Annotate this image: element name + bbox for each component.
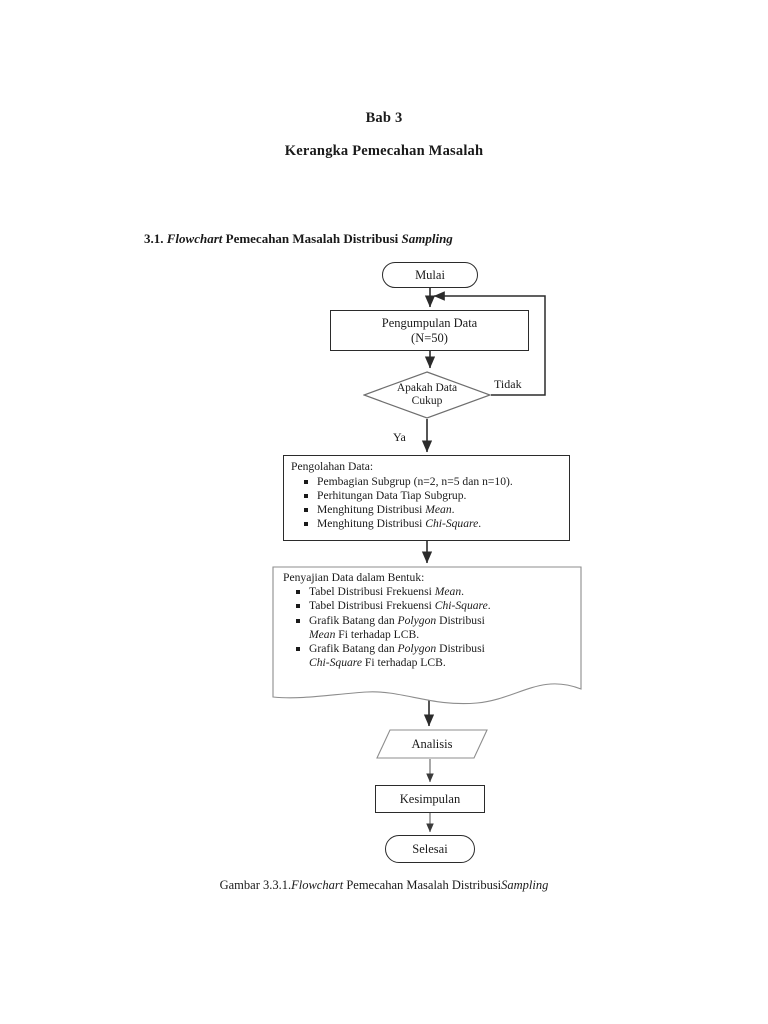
flow-node-conclusion-label: Kesimpulan [399,791,461,806]
caption-mid: Pemecahan Masalah Distribusi [343,878,502,892]
decision-line1: Apakah Data [396,382,458,395]
flow-node-processing[interactable]: Pengolahan Data: Pembagian Subgrup (n=2,… [283,455,570,541]
presentation-title: Penyajian Data dalam Bentuk: [283,571,425,584]
item-italic-2: Mean [309,627,336,641]
decision-line2: Cukup [411,395,443,407]
flow-node-analysis-label: Analisis [411,736,453,751]
caption-italic-sampling: Sampling [501,878,549,892]
list-item: Pembagian Subgrup (n=2, n=5 dan n=10). [304,474,563,489]
item-italic: Mean [434,584,462,598]
list-item: Menghitung Distribusi Mean. [304,503,563,517]
flow-node-end[interactable]: Selesai [385,835,475,863]
data-collection-line2: (N=50) [411,330,448,345]
caption-italic-flowchart: Flowchart [291,878,344,892]
item-text-after: . [487,599,491,613]
edge-label-no: Tidak [494,377,522,391]
item-text-after: . [451,503,455,517]
item-italic: Mean [425,503,452,517]
chapter-heading: Bab 3 [365,110,403,126]
item-text: Grafik Batang dan [309,642,398,656]
item-text-line2: Fi terhadap LCB. [335,627,420,641]
list-item: Tabel Distribusi Frekuensi Chi-Square. [296,599,572,613]
flow-node-presentation[interactable]: Penyajian Data dalam Bentuk: Tabel Distr… [272,566,582,708]
item-text-after: Distribusi [436,613,485,627]
item-text-after: Distribusi [436,642,485,656]
section-heading: 3.1. Flowchart Pemecahan Masalah Distrib… [144,231,453,247]
edge-label-yes: Ya [393,430,406,444]
processing-title: Pengolahan Data: [291,460,374,473]
flow-node-start-label: Mulai [415,267,445,282]
flow-node-start[interactable]: Mulai [382,262,478,288]
item-italic: Polygon [397,613,437,627]
document-shape [272,566,582,705]
flow-node-data-collection[interactable]: Pengumpulan Data (N=50) [330,310,529,351]
item-text: Tabel Distribusi Frekuensi [309,599,435,613]
item-italic: Polygon [397,642,437,656]
chapter-title: Kerangka Pemecahan Masalah [284,143,484,159]
item-text: Menghitung Distribusi [317,503,426,517]
flow-node-decision[interactable]: Apakah Data Cukup [363,371,491,419]
section-italic-sampling: Sampling [401,231,453,246]
flow-node-data-collection-text: Pengumpulan Data (N=50) [382,316,477,345]
list-item: Menghitung Distribusi Chi-Square. [304,517,563,531]
item-text: Perhitungan Data Tiap Subgrup. [317,488,467,502]
section-number: 3.1. [144,231,164,246]
processing-list: Pembagian Subgrup (n=2, n=5 dan n=10). P… [291,475,563,531]
presentation-content: Penyajian Data dalam Bentuk: Tabel Distr… [272,566,582,670]
presentation-list: Tabel Distribusi Frekuensi Mean. Tabel D… [283,585,572,670]
flow-node-analysis[interactable]: Analisis [376,729,488,759]
item-italic: Chi-Square [425,517,479,531]
flow-node-end-label: Selesai [412,841,448,856]
list-item: Tabel Distribusi Frekuensi Mean. [296,584,572,599]
decision-diamond-shape [363,371,491,419]
item-text-line2: Fi terhadap LCB. [362,655,446,669]
item-text-after: . [461,584,465,598]
caption-prefix: Gambar 3.3.1. [219,878,292,892]
item-italic: Chi-Square [434,599,488,613]
flow-node-conclusion[interactable]: Kesimpulan [375,785,485,813]
item-text: Menghitung Distribusi [317,517,426,531]
flow-node-decision-text: Apakah Data Cukup [397,382,457,407]
list-item: Perhitungan Data Tiap Subgrup. [304,488,563,503]
data-collection-line1: Pengumpulan Data [381,316,478,331]
item-italic-2: Chi-Square [309,655,363,669]
item-text: Tabel Distribusi Frekuensi [309,584,435,598]
section-text-mid: Pemecahan Masalah Distribusi [222,231,402,246]
parallelogram-shape [376,729,488,759]
item-text-after: . [478,517,482,531]
section-italic-flowchart: Flowchart [166,231,223,246]
figure-caption: Gambar 3.3.1.Flowchart Pemecahan Masalah… [0,878,768,893]
item-text: Pembagian Subgrup (n=2, n=5 dan n=10). [317,474,513,488]
item-text: Grafik Batang dan [309,613,398,627]
